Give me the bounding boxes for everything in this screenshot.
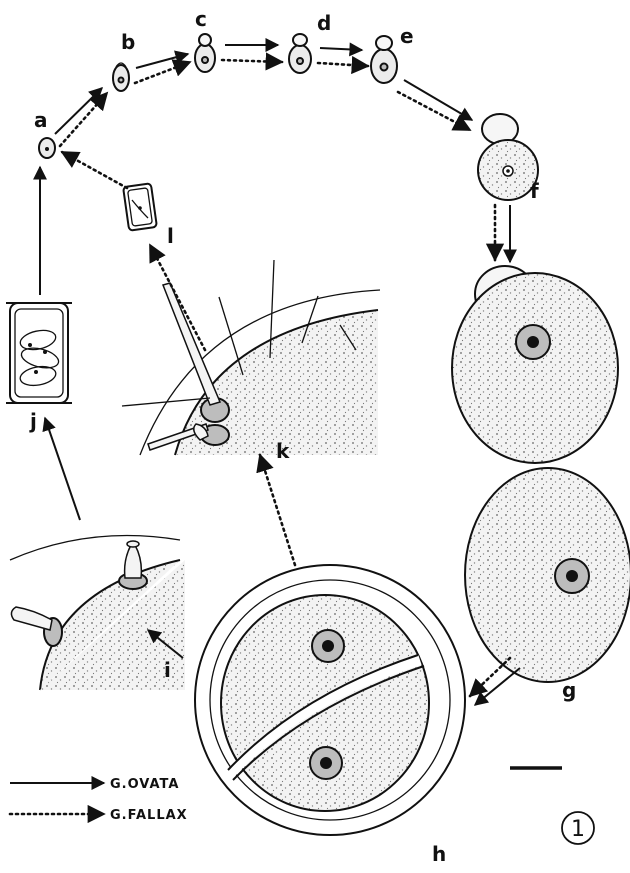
label-i: i <box>164 658 171 682</box>
label-h: h <box>432 842 446 866</box>
label-c: c <box>195 7 207 31</box>
stage-j-sporangium <box>6 303 72 403</box>
stage-c-cell <box>195 34 215 72</box>
stage-h-cyst <box>195 565 465 835</box>
stage-a-cell <box>39 138 55 158</box>
label-e: e <box>400 24 414 48</box>
label-j: j <box>29 409 37 433</box>
stage-i-germination <box>10 536 185 691</box>
label-l: l <box>167 224 174 248</box>
figure-number: 1 <box>571 817 585 842</box>
stage-k-germination <box>122 260 380 455</box>
label-d: d <box>317 11 331 35</box>
label-f: f <box>530 179 539 203</box>
label-b: b <box>121 30 135 54</box>
stage-g-cells <box>452 266 630 682</box>
legend-ovata: G.OVATA <box>110 777 179 792</box>
stage-f-cell <box>478 114 538 200</box>
label-a: a <box>34 108 48 132</box>
legend: G.OVATA G.FALLAX <box>10 777 188 823</box>
legend-fallax: G.FALLAX <box>110 808 188 823</box>
stage-l-cyst <box>123 183 157 230</box>
stage-d-cell <box>289 34 311 73</box>
stage-b-cell <box>113 63 129 91</box>
label-k: k <box>276 439 290 463</box>
label-g: g <box>562 678 576 702</box>
stage-e-cell <box>371 36 397 83</box>
